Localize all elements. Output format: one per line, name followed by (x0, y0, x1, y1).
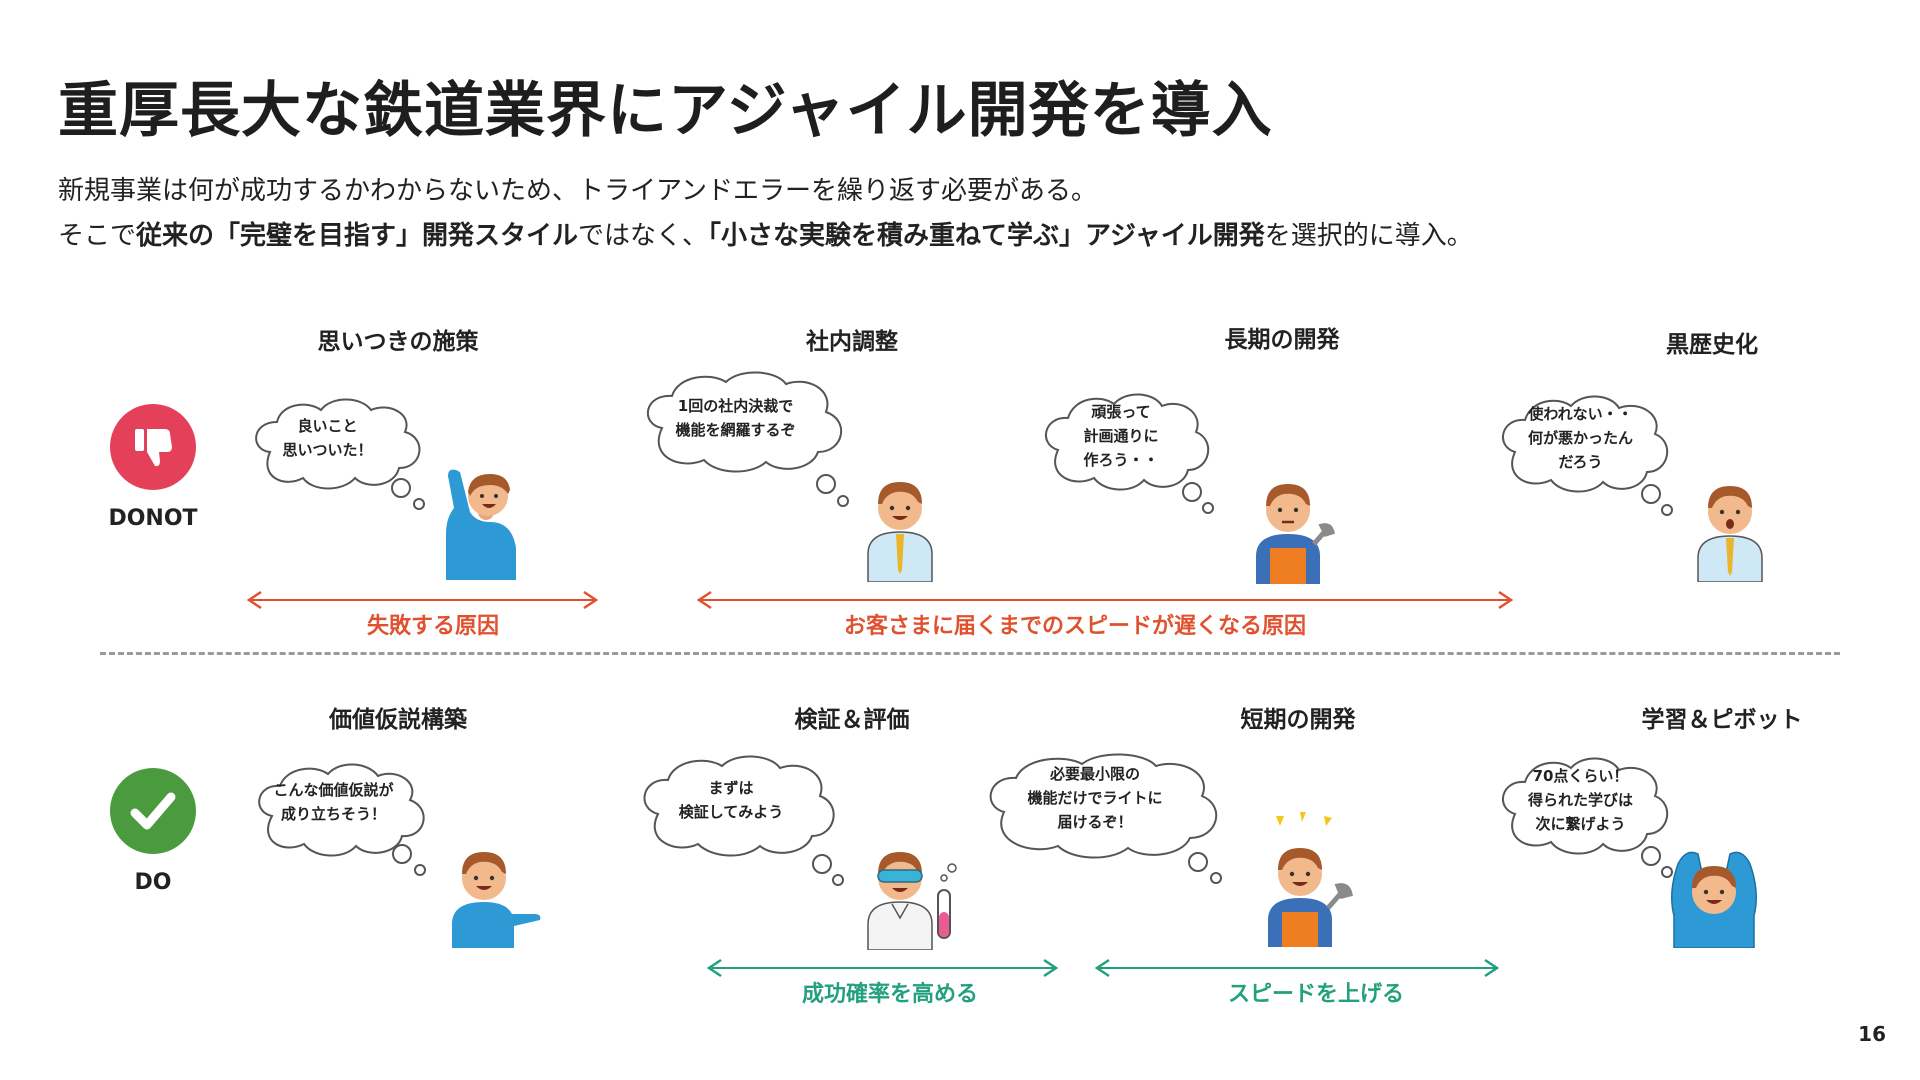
check-icon (110, 768, 196, 854)
person-hands-on-head-icon (1671, 851, 1757, 948)
lead-text: を選択的に導入。 (1264, 221, 1473, 251)
do-stage-2: 検証＆評価 (794, 707, 910, 733)
thought-line: 良いこと (297, 417, 358, 435)
thought-line: 思いついた！ (282, 441, 373, 459)
do-thought-bubble-4: 70点くらい！ 得られた学びは 次に繋げよう (1495, 752, 1680, 882)
donot-stage-1: 思いつきの施策 (317, 329, 479, 355)
lead-line-2: そこで従来の「完璧を目指す」開発スタイルではなく、「小さな実験を積み重ねて学ぶ」… (58, 215, 1473, 252)
section-divider (100, 652, 1840, 655)
page-number: 16 (1858, 1022, 1886, 1046)
do-stage-4: 学習＆ピボット (1641, 707, 1803, 733)
lead-emphasis-old-style: 従来の「完璧を目指す」開発スタイル (136, 221, 579, 251)
lead-text: ではなく、 (578, 221, 709, 251)
thought-line: 1回の社内決裁で (677, 397, 794, 415)
thought-line: 次に繋げよう (1535, 815, 1626, 833)
thought-line: 頑張って (1091, 403, 1151, 421)
person-presenting-icon (452, 852, 541, 948)
person-raising-hand-icon (446, 469, 516, 580)
do-thought-bubble-2: まずは 検証してみよう (636, 752, 846, 892)
thought-line: 70点くらい！ (1532, 767, 1629, 785)
thought-line: だろう (1558, 453, 1603, 471)
donot-thought-bubble-2: 1回の社内決裁で 機能を網羅するぞ (638, 368, 853, 513)
green-double-arrow-2 (1094, 958, 1500, 978)
thought-line: 必要最小限の (1049, 765, 1140, 783)
thought-line: 使われない・・ (1528, 405, 1633, 423)
donot-stage-2: 社内調整 (806, 329, 898, 355)
do-stage-1: 価値仮説構築 (329, 707, 467, 733)
thought-line: 作ろう・・ (1083, 451, 1159, 469)
donot-thought-bubble-4: 使われない・・ 何が悪かったん だろう (1495, 390, 1680, 520)
do-label: DO (134, 870, 172, 895)
scientist-test-tube-icon (867, 852, 957, 950)
thought-line: 機能だけでライトに (1027, 789, 1163, 807)
arrow-label-failure-cause: 失敗する原因 (366, 614, 500, 639)
person-worker-wrench-icon (1256, 484, 1335, 584)
thought-line: 得られた学びは (1527, 791, 1633, 809)
donot-thought-bubble-3: 頑張って 計画通りに 作ろう・・ (1038, 388, 1218, 518)
red-double-arrow-2 (696, 590, 1514, 610)
person-businessman-icon (867, 482, 933, 582)
thought-line: 検証してみよう (678, 803, 784, 821)
thought-line: 何が悪かったん (1527, 429, 1633, 447)
thought-line: 届けるぞ！ (1057, 813, 1133, 831)
lead-line-1: 新規事業は何が成功するかわからないため、トライアンドエラーを繰り返す必要がある。 (58, 176, 1097, 206)
thought-line: 機能を網羅するぞ (675, 421, 796, 439)
arrow-label-slow-delivery-cause: お客さまに届くまでのスピードが遅くなる原因 (843, 614, 1307, 639)
thought-line: こんな価値仮説が (273, 781, 394, 799)
person-worker-excited-icon (1268, 812, 1353, 947)
lead-text: そこで (58, 221, 137, 251)
donot-stage-3: 長期の開発 (1224, 327, 1340, 353)
page-title: 重厚長大な鉄道業界にアジャイル開発を導入 (58, 76, 1273, 146)
thought-line: まずは (708, 779, 754, 797)
arrow-label-speed-up: スピードを上げる (1227, 982, 1405, 1007)
arrow-label-success-rate: 成功確率を高める (801, 982, 979, 1007)
thumbs-down-icon (110, 404, 196, 490)
donot-stage-4: 黒歴史化 (1666, 332, 1758, 358)
person-surprised-businessman-icon (1697, 486, 1763, 582)
green-double-arrow-1 (706, 958, 1059, 978)
donot-thought-bubble-1: 良いこと 思いついた！ (245, 392, 430, 512)
do-stage-3: 短期の開発 (1240, 707, 1356, 733)
lead-emphasis-agile: 「小さな実験を積み重ねて学ぶ」アジャイル開発 (708, 221, 1265, 251)
do-badge (110, 768, 196, 854)
red-double-arrow-1 (246, 590, 599, 610)
thought-line: 計画通りに (1083, 427, 1159, 445)
do-thought-bubble-3: 必要最小限の 機能だけでライトに 届けるぞ！ (980, 752, 1230, 890)
donot-badge (110, 404, 196, 490)
donot-label: DONOT (108, 506, 198, 531)
thought-line: 成り立ちそう！ (280, 805, 386, 823)
do-thought-bubble-1: こんな価値仮説が 成り立ちそう！ (250, 758, 435, 878)
